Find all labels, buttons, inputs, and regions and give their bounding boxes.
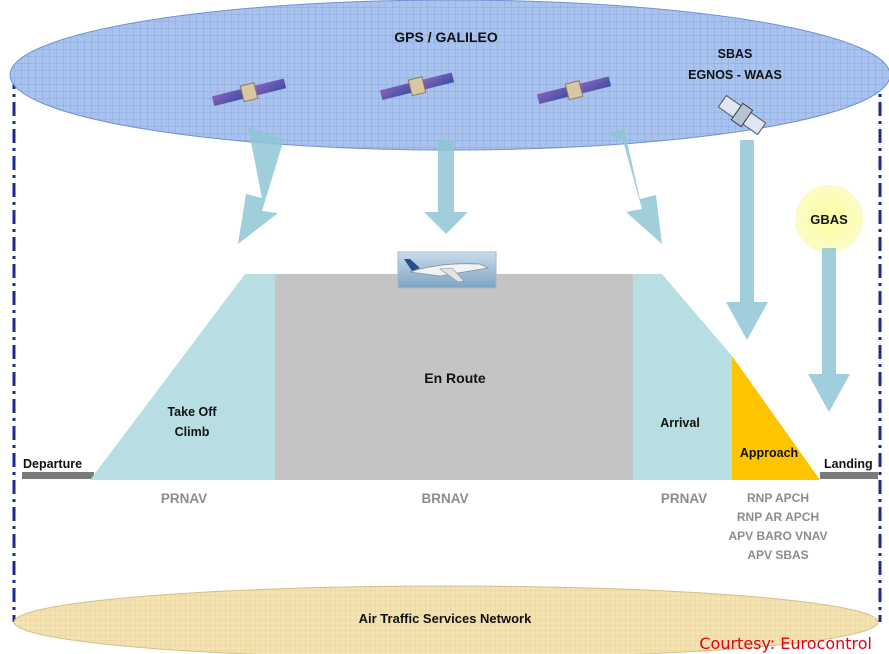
en-route-label: En Route bbox=[424, 370, 486, 386]
constellation-label: GPS / GALILEO bbox=[394, 29, 498, 45]
signal-arrow bbox=[238, 127, 284, 244]
aircraft-image bbox=[397, 251, 497, 289]
signal-arrow bbox=[606, 128, 662, 244]
departure-runway bbox=[22, 472, 94, 479]
departure-label: Departure bbox=[23, 457, 82, 471]
ats-network-label: Air Traffic Services Network bbox=[359, 611, 532, 626]
egnos-waas-label: EGNOS - WAAS bbox=[688, 68, 782, 82]
satellite-icon bbox=[379, 72, 455, 101]
climb-label: Climb bbox=[175, 425, 210, 439]
ats-network-ellipse bbox=[13, 585, 879, 654]
signal-arrow bbox=[424, 140, 468, 234]
arrival-phase bbox=[633, 274, 732, 480]
landing-runway bbox=[820, 472, 878, 479]
approach-label: Approach bbox=[740, 446, 798, 460]
sbas-label: SBAS bbox=[718, 47, 753, 61]
credit-label: Courtesy: Eurocontrol bbox=[699, 634, 872, 653]
approach-spec-label: RNP APCH bbox=[747, 491, 809, 505]
takeoff-climb-phase bbox=[90, 274, 275, 480]
brnav-label: BRNAV bbox=[422, 491, 469, 506]
sbas-arrow bbox=[726, 140, 768, 340]
takeoff-label: Take Off bbox=[167, 405, 217, 419]
gbas-circle bbox=[795, 185, 863, 253]
prnav-right-label: PRNAV bbox=[661, 491, 707, 506]
sbas-satellite-icon bbox=[717, 94, 767, 136]
en-route-phase bbox=[275, 274, 633, 480]
landing-label: Landing bbox=[824, 457, 873, 471]
approach-spec-label: RNP AR APCH bbox=[737, 510, 819, 524]
satellite-icon bbox=[536, 76, 612, 105]
approach-phase bbox=[732, 356, 820, 480]
gbas-arrow bbox=[808, 248, 850, 412]
satellite-icon bbox=[211, 78, 287, 107]
approach-spec-label: APV BARO VNAV bbox=[728, 529, 827, 543]
gbas-label: GBAS bbox=[810, 212, 848, 227]
approach-spec-label: APV SBAS bbox=[747, 548, 808, 562]
prnav-left-label: PRNAV bbox=[161, 491, 207, 506]
arrival-label: Arrival bbox=[660, 416, 700, 430]
